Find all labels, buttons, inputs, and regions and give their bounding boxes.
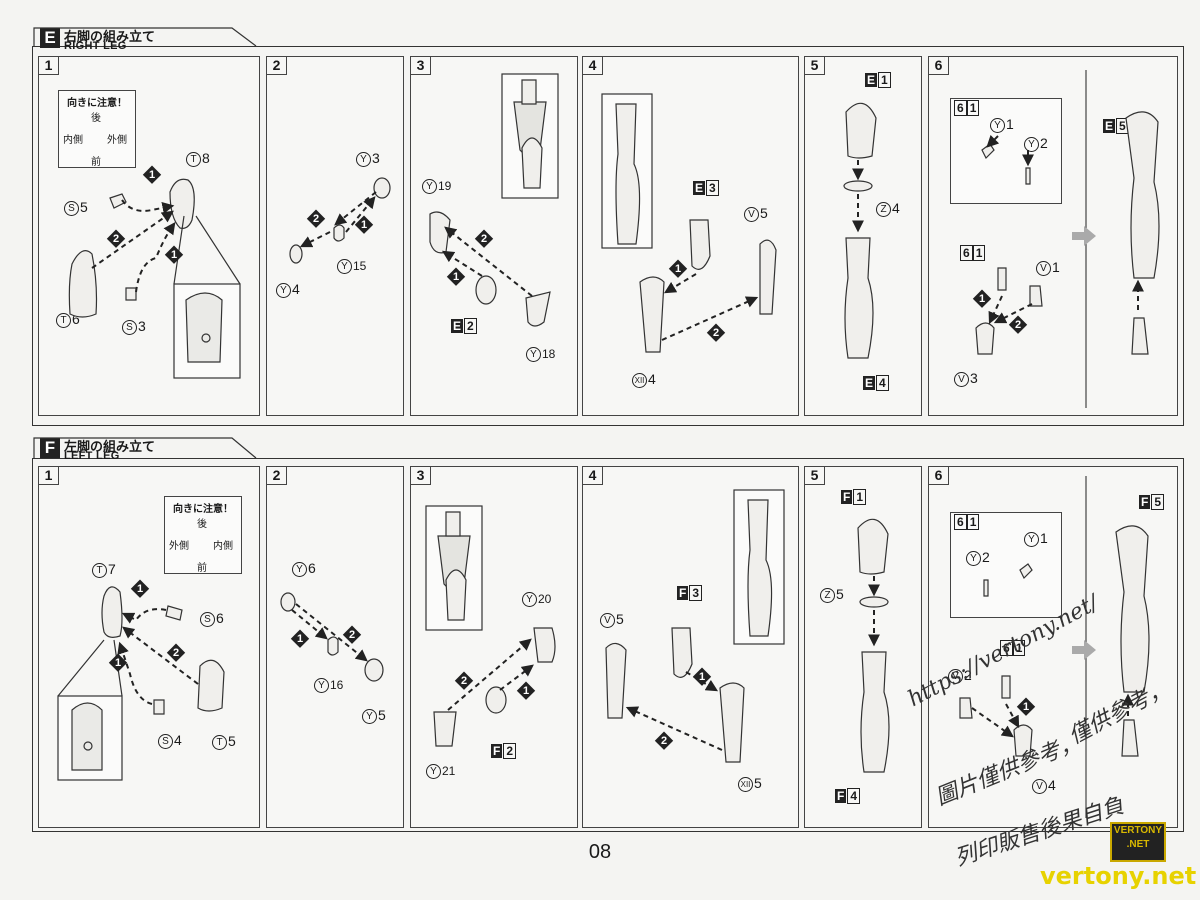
page-number: 08: [588, 841, 612, 863]
section-e-frame: [32, 46, 1184, 426]
watermark-site: vertony.net: [1040, 862, 1197, 890]
f-step-5-panel: 5: [804, 466, 922, 828]
callout-back: 後: [91, 113, 101, 124]
step-number: 1: [39, 467, 59, 485]
callout-outer: 外側: [107, 135, 127, 146]
section-e-title-en: RIGHT LEG: [64, 40, 127, 52]
callout-back: 後: [197, 519, 207, 530]
section-e-letter: E: [40, 28, 60, 48]
callout-inner: 内側: [63, 135, 83, 146]
e-orientation-callout: 向きに注意！ 後 内側 外側 前: [58, 90, 136, 168]
step-number: 6: [929, 467, 949, 485]
step-number: 3: [411, 57, 431, 75]
step-number: 2: [267, 467, 287, 485]
step-number: 3: [411, 467, 431, 485]
callout-title: 向きに注意！: [67, 98, 127, 109]
step-number: 5: [805, 467, 825, 485]
vertony-logo: VERTONY.NET: [1110, 822, 1166, 862]
callout-outer: 外側: [169, 541, 189, 552]
step-number: 5: [805, 57, 825, 75]
step-number: 1: [39, 57, 59, 75]
callout-front: 前: [197, 563, 207, 574]
e-step-3-panel: 3: [410, 56, 578, 416]
section-f-frame: [32, 458, 1184, 832]
f-orientation-callout: 向きに注意！ 後 外側 内側 前: [164, 496, 242, 574]
step-number: 4: [583, 467, 603, 485]
callout-front: 前: [91, 157, 101, 168]
e-step-5-panel: 5: [804, 56, 922, 416]
e-step-4-panel: 4: [582, 56, 799, 416]
step-number: 2: [267, 57, 287, 75]
f-step-4-panel: 4: [582, 466, 799, 828]
f-step-2-panel: 2: [266, 466, 404, 828]
step-number: 4: [583, 57, 603, 75]
step-number: 6: [929, 57, 949, 75]
callout-title: 向きに注意！: [173, 504, 233, 515]
section-f-title-en: LEFT LEG: [64, 450, 120, 462]
section-f-letter: F: [40, 438, 60, 458]
e-step-2-panel: 2: [266, 56, 404, 416]
callout-inner: 内側: [213, 541, 233, 552]
